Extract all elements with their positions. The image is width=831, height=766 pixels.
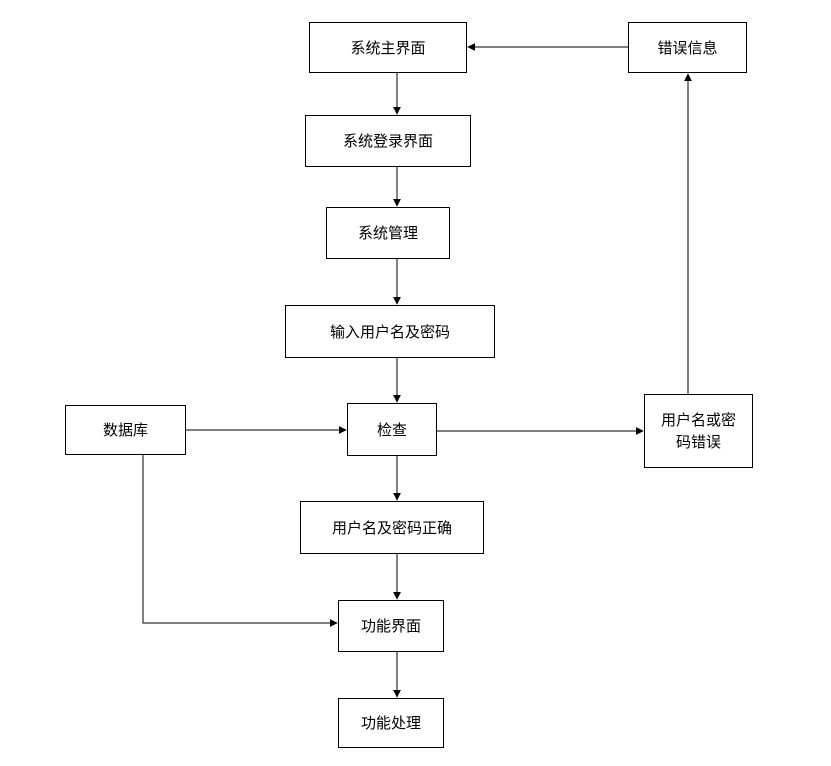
node-main-interface-label: 系统主界面 <box>350 38 426 57</box>
node-check: 检查 <box>347 403 437 456</box>
node-credentials-correct: 用户名及密码正确 <box>300 501 484 554</box>
node-function-processing-label: 功能处理 <box>360 714 421 732</box>
node-credentials-wrong: 用户名或密 码错误 <box>644 394 753 468</box>
node-database-label: 数据库 <box>102 421 148 439</box>
node-error-info-label: 错误信息 <box>657 38 718 57</box>
node-check-label: 检查 <box>376 420 407 439</box>
node-login-interface-label: 系统登录界面 <box>342 132 433 150</box>
node-error-info: 错误信息 <box>628 22 747 73</box>
node-system-management: 系统管理 <box>326 207 450 259</box>
node-login-interface: 系统登录界面 <box>305 115 471 167</box>
node-database: 数据库 <box>65 405 186 455</box>
arrow-database-to-function <box>142 455 338 627</box>
node-credentials-correct-label: 用户名及密码正确 <box>331 518 452 537</box>
node-main-interface: 系统主界面 <box>309 22 467 73</box>
node-function-interface-label: 功能界面 <box>360 617 421 635</box>
node-function-processing: 功能处理 <box>338 698 444 748</box>
node-system-management-label: 系统管理 <box>357 224 418 242</box>
node-credentials-wrong-label: 用户名或密 码错误 <box>660 411 736 451</box>
node-function-interface: 功能界面 <box>338 600 444 652</box>
node-input-credentials-label: 输入用户名及密码 <box>329 322 450 341</box>
node-input-credentials: 输入用户名及密码 <box>285 305 495 358</box>
